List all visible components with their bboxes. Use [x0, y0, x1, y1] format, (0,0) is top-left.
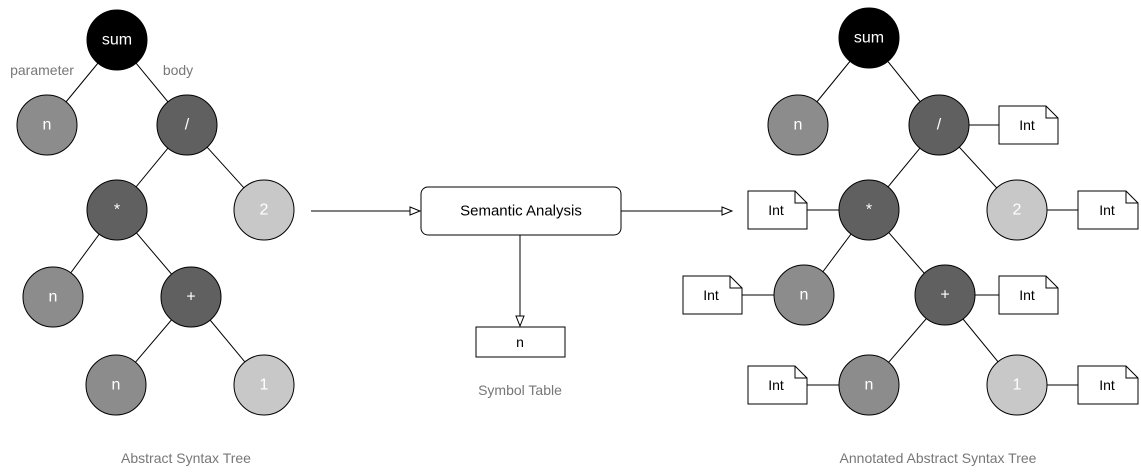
type-tag-div-label: Int: [1019, 117, 1035, 133]
annotated-node-n-plus-label: n: [865, 377, 874, 394]
ast-caption: Abstract Syntax Tree: [121, 450, 251, 466]
annotated-node-div: /: [908, 94, 970, 156]
ast-node-root: sum: [86, 9, 148, 71]
annotated-node-two: 2: [986, 179, 1048, 241]
type-tag-n-left-label: Int: [703, 287, 719, 303]
annotated-node-n-plus: n: [838, 354, 900, 416]
semantic-analysis-label: Semantic Analysis: [460, 203, 582, 220]
annotated-node-plus: +: [914, 264, 976, 326]
annotated-caption: Annotated Abstract Syntax Tree: [840, 450, 1037, 466]
ast-node-plus: +: [160, 266, 222, 328]
ast-node-n-plus-label: n: [112, 377, 121, 394]
ast-node-mul-label: *: [114, 202, 120, 219]
type-tag-plus-label: Int: [1019, 287, 1035, 303]
type-tag-two-label: Int: [1099, 202, 1115, 218]
ast-node-one: 1: [233, 354, 295, 416]
annotated-node-plus-label: +: [940, 287, 949, 304]
ast-node-plus-label: +: [186, 289, 195, 306]
annotated-node-mul: *: [838, 179, 900, 241]
ast-node-n-left: n: [22, 266, 84, 328]
type-tag-n-left: Int: [682, 275, 743, 315]
type-tag-mul-label: Int: [768, 202, 784, 218]
annotated-node-mul-label: *: [866, 202, 872, 219]
ast-node-param-label: n: [43, 117, 52, 134]
annotated-node-root-label: sum: [854, 30, 884, 47]
ast-node-root-label: sum: [102, 32, 132, 49]
type-tag-plus: Int: [998, 275, 1059, 315]
ast-node-div-label: /: [185, 117, 190, 134]
type-tag-one-label: Int: [1099, 377, 1115, 393]
ast-node-mul: *: [86, 179, 148, 241]
semantic-analysis-stage: Semantic Analysis n Symbol Table: [311, 186, 732, 398]
type-tag-n-plus: Int: [747, 365, 808, 405]
symbol-table-entry: n: [516, 334, 524, 350]
ast-node-one-label: 1: [260, 377, 269, 394]
edge-label-parameter: parameter: [10, 62, 74, 78]
abstract-syntax-tree: parameter body sum n / * 2 n +: [10, 9, 295, 466]
type-tag-div: Int: [998, 105, 1059, 145]
ast-node-two: 2: [233, 179, 295, 241]
ast-node-n-plus: n: [85, 354, 147, 416]
symbol-table-entry-box: [475, 326, 566, 358]
symbol-table-caption: Symbol Table: [478, 382, 562, 398]
annotated-node-n-left: n: [773, 264, 835, 326]
annotated-node-one: 1: [986, 354, 1048, 416]
annotated-node-n-left-label: n: [800, 287, 809, 304]
edge-label-body: body: [163, 62, 193, 78]
annotated-node-two-label: 2: [1013, 202, 1022, 219]
annotated-node-div-label: /: [937, 117, 942, 134]
annotated-node-root: sum: [838, 7, 900, 69]
annotated-node-param-label: n: [794, 117, 803, 134]
annotated-node-one-label: 1: [1013, 377, 1022, 394]
type-tag-one: Int: [1077, 365, 1139, 405]
annotated-node-param: n: [767, 94, 829, 156]
type-tag-n-plus-label: Int: [768, 377, 784, 393]
ast-node-two-label: 2: [260, 202, 269, 219]
type-tag-two: Int: [1077, 190, 1139, 230]
annotated-syntax-tree: sum n / * 2 n + n: [682, 7, 1139, 466]
ast-node-n-left-label: n: [49, 289, 58, 306]
ast-node-param: n: [16, 94, 78, 156]
type-tag-mul: Int: [747, 190, 808, 230]
ast-node-div: /: [156, 94, 218, 156]
